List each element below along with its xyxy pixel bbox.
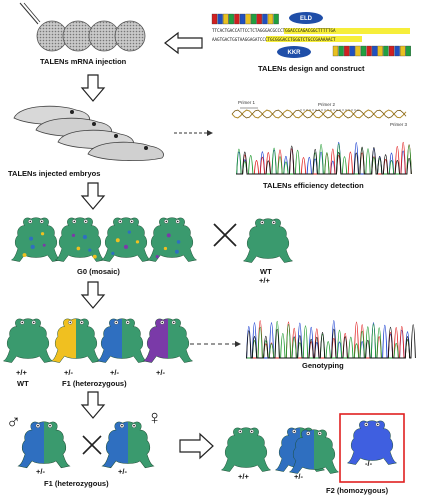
kkr-label: KKR <box>288 50 302 56</box>
label-f2-homo: F2 (homozygous) <box>326 486 389 495</box>
f1-frog-wt <box>2 318 54 363</box>
egg-cluster <box>36 20 146 52</box>
primer3-label: Primer 3 <box>390 122 407 127</box>
g0-frogs <box>10 217 198 262</box>
f2-geno-1: +/+ <box>238 472 249 481</box>
hollow-arrow-left <box>164 31 203 55</box>
injected-embryos <box>13 105 164 162</box>
f1-cross-frog-left <box>17 421 71 469</box>
sequence-bottom: AAGTGACTGGTAAGGAGATCCCTGCGGGACCTGGGTCTGC… <box>212 37 336 42</box>
repeat-block <box>267 13 274 25</box>
repeat-block <box>355 45 361 57</box>
repeat-block <box>234 13 240 25</box>
cross-symbol-2 <box>82 435 102 455</box>
repeat-block <box>239 13 246 25</box>
label-wt-parent: WT <box>260 267 272 276</box>
hollow-arrow-right <box>179 432 214 460</box>
f1-sub-1: WT <box>17 379 29 388</box>
cross-right-geno: +/- <box>118 467 127 476</box>
g0-mosaic-frog <box>146 217 198 262</box>
label-g0: G0 (mosaic) <box>77 267 120 276</box>
f1-frog-het-purple <box>142 318 194 363</box>
repeat-block <box>223 13 229 25</box>
repeat-block <box>394 45 400 57</box>
injection-needle-icon <box>19 2 41 25</box>
genotyping-chromatogram <box>246 320 416 359</box>
wt-parent-frog <box>242 218 294 263</box>
repeat-block <box>332 45 339 57</box>
repeat-block <box>366 45 372 57</box>
repeat-block <box>211 13 218 25</box>
f2-geno-2: +/- <box>294 472 303 481</box>
label-design: TALENs design and construct <box>258 64 365 73</box>
repeat-block <box>405 45 411 57</box>
f2-frogs <box>220 420 398 474</box>
f1-geno-1: +/+ <box>16 368 27 377</box>
g0-mosaic-frog <box>100 217 152 262</box>
eld-label: ELD <box>300 16 313 22</box>
chromatogram-trace <box>236 141 412 175</box>
repeat-block <box>360 45 367 57</box>
repeat-block <box>383 45 389 57</box>
label-injection: TALENs mRNA injection <box>40 57 127 66</box>
repeat-block <box>338 45 344 57</box>
f1-frogs <box>2 318 194 363</box>
repeat-block <box>372 45 378 57</box>
g0-mosaic-frog <box>54 217 106 262</box>
primer1-label: Primer 1 <box>238 100 255 105</box>
repeat-block <box>377 45 383 57</box>
repeat-block <box>251 13 257 25</box>
f1-geno-3: +/- <box>110 368 119 377</box>
chromatogram-trace <box>246 320 411 359</box>
talen-construct-diagram: TTCACTGACCATTCCTCTAGGGACGCCCTGGACCCAGACG… <box>211 12 411 58</box>
repeat-block <box>273 13 279 25</box>
f2-frog-wt <box>220 427 272 472</box>
repeat-block <box>217 13 223 25</box>
f1-frog-het-blue <box>96 318 148 363</box>
f2-geno-3: -/- <box>365 459 373 468</box>
homozygous-highlight-box <box>339 413 405 483</box>
sequence-top: TTCACTGACCATTCCTCTAGGGACGCCCTGGACCCAGACG… <box>212 28 336 33</box>
cross-left-geno: +/- <box>36 467 45 476</box>
efficiency-gene-map: Primer 1 Primer 2 Primer 3 <box>231 100 407 127</box>
chromatogram-trace <box>236 141 406 175</box>
hollow-arrow-down-1 <box>80 74 106 102</box>
hollow-arrow-down-2 <box>80 182 106 210</box>
repeat-block <box>388 45 395 57</box>
f1-geno-2: +/- <box>64 368 73 377</box>
f1-frog-het-yellow <box>50 318 102 363</box>
repeat-block <box>344 45 350 57</box>
repeat-block <box>349 45 355 57</box>
label-genotyping: Genotyping <box>302 361 344 370</box>
cross-symbol-1 <box>213 223 237 247</box>
f1-geno-4: +/- <box>156 368 165 377</box>
cross-parents <box>17 421 155 469</box>
hollow-arrow-down-3 <box>80 281 106 309</box>
wt-frog <box>242 218 294 263</box>
chromatogram-trace <box>236 143 412 175</box>
helix-strand <box>231 109 407 119</box>
repeat-block <box>228 13 234 25</box>
label-f1-het-2: F1 (heterozygous) <box>44 479 109 488</box>
repeat-block <box>400 45 406 57</box>
primer2-label: Primer 2 <box>318 102 335 107</box>
repeat-block <box>245 13 251 25</box>
chromatogram-trace <box>246 324 416 359</box>
label-efficiency: TALENs efficiency detection <box>263 181 364 190</box>
label-embryos: TALENs injected embryos <box>8 169 101 178</box>
hollow-arrow-down-4 <box>80 391 106 419</box>
chromatogram-trace <box>246 320 411 359</box>
male-symbol: ♂ <box>6 411 21 433</box>
female-symbol: ♀ <box>147 407 162 429</box>
g0-mosaic-frog <box>10 217 62 262</box>
repeat-block <box>262 13 268 25</box>
chromatogram-trace <box>236 145 412 175</box>
f2-frog-homozygous <box>346 420 398 465</box>
label-f1-het: F1 (heterozygous) <box>62 379 127 388</box>
repeat-block <box>256 13 262 25</box>
efficiency-chromatogram <box>236 141 412 175</box>
label-wt-parent-geno: +/+ <box>259 276 270 285</box>
